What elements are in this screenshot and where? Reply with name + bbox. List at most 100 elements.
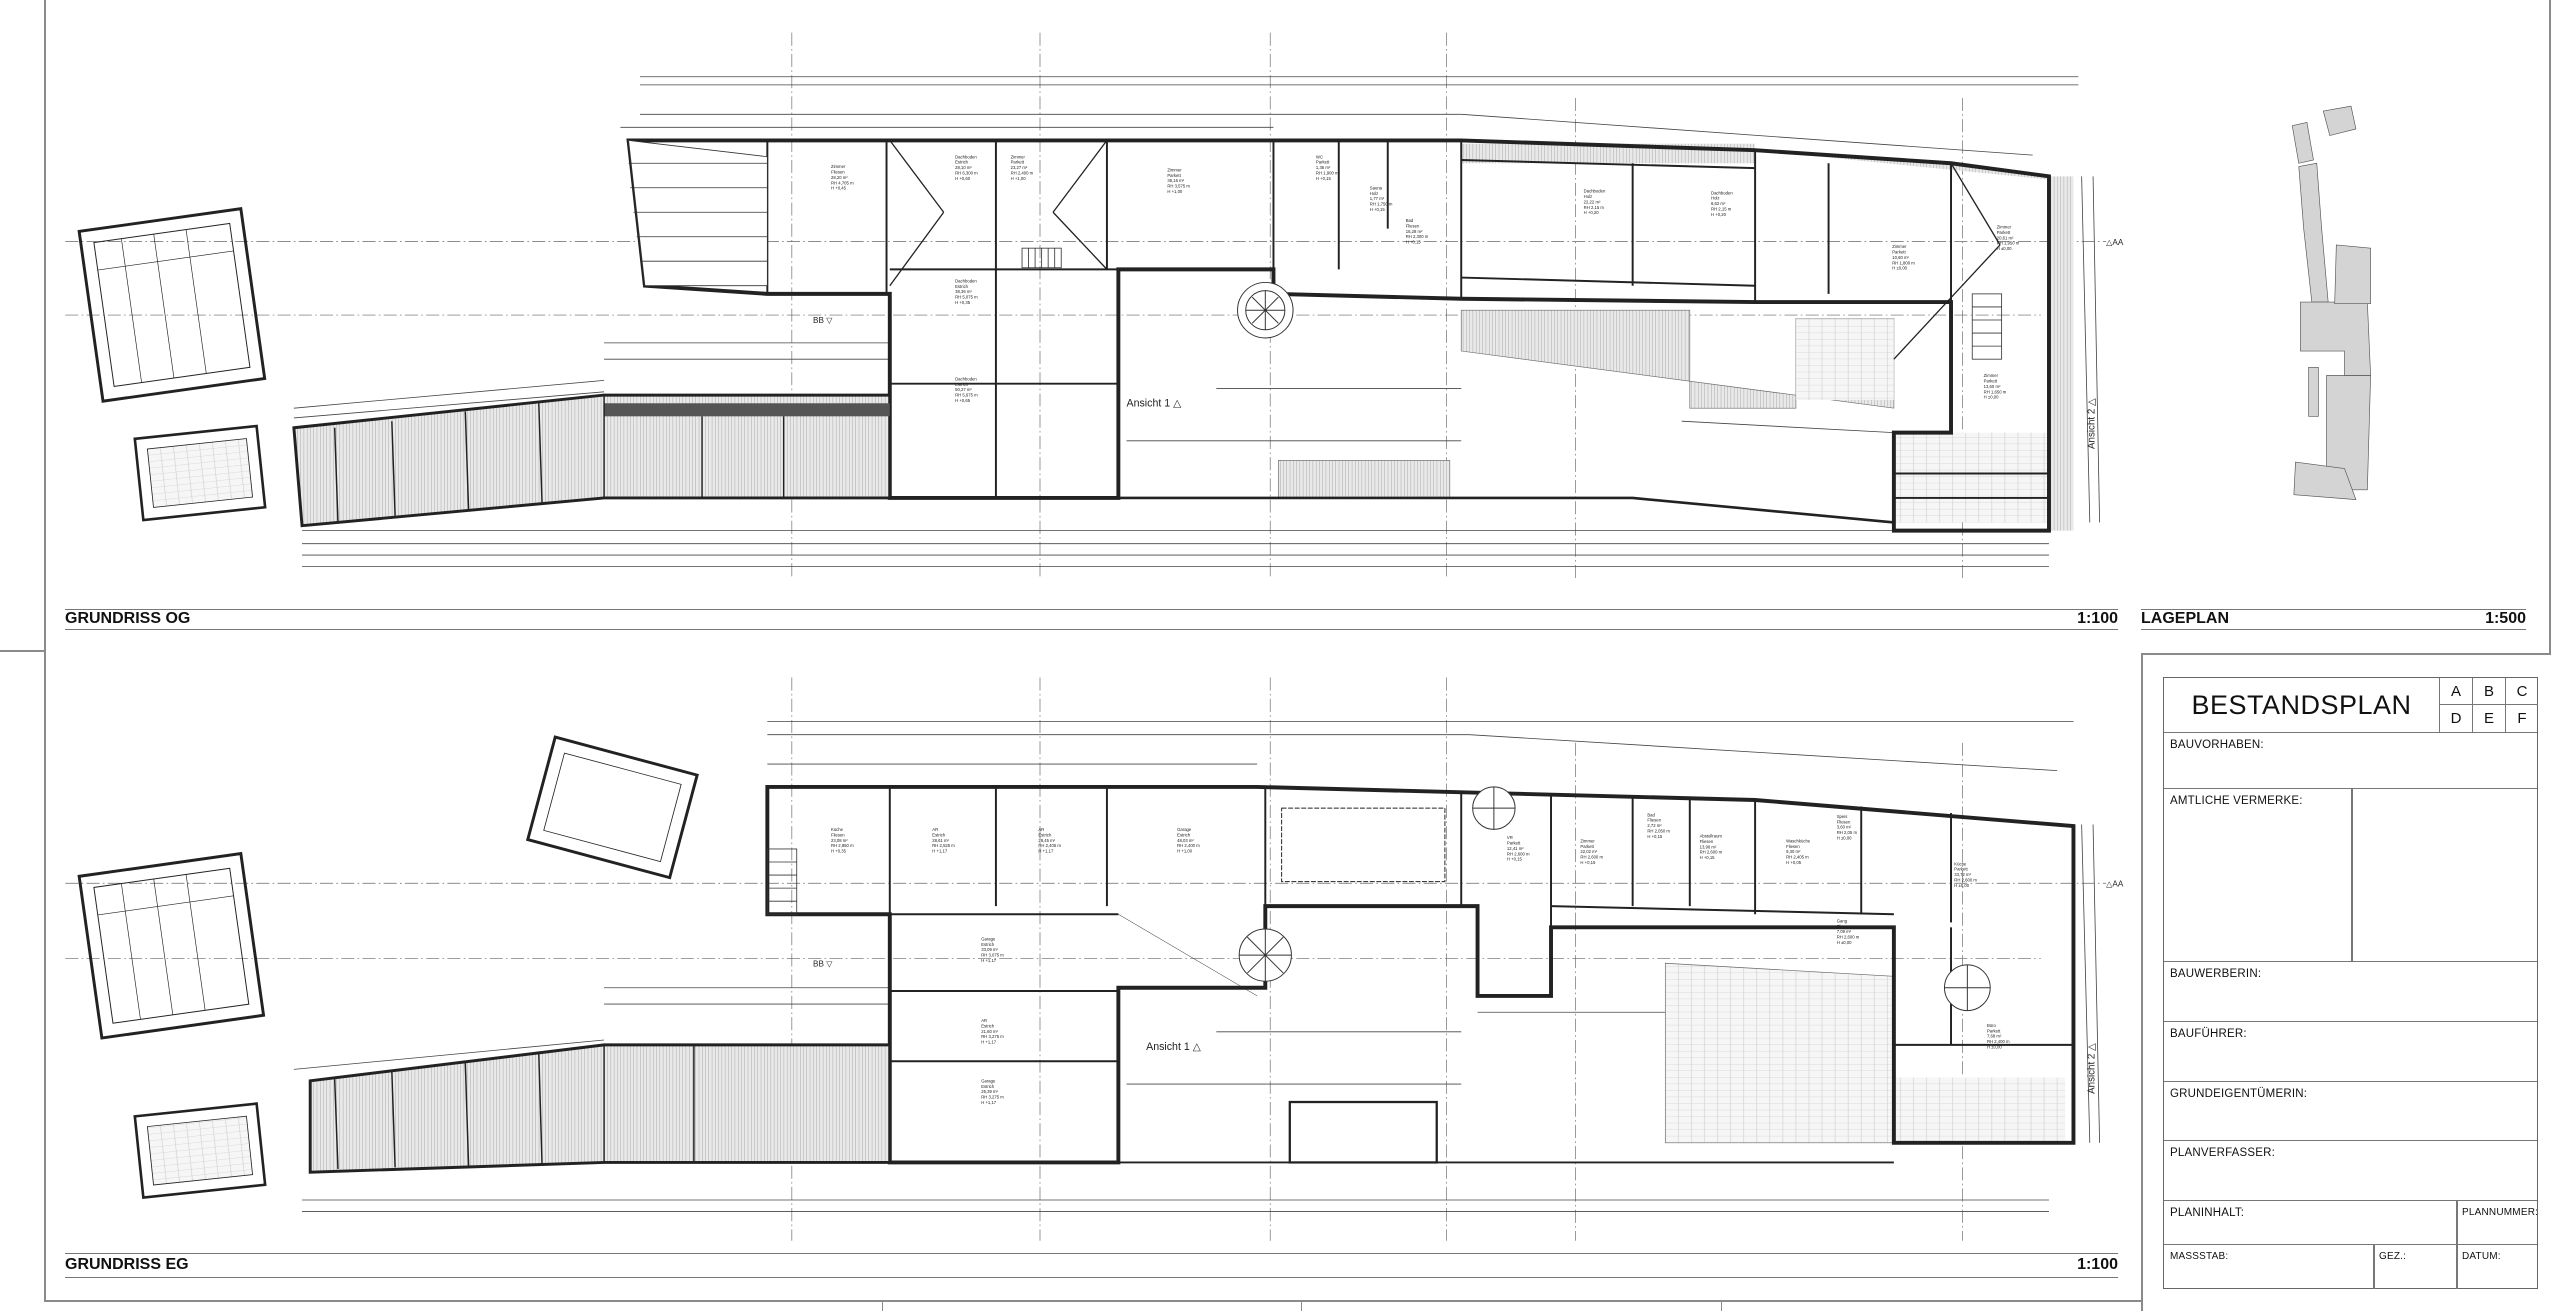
- room-floor: Fliesen: [1837, 819, 1851, 824]
- room-floor: Estrich: [981, 1023, 995, 1028]
- room-h: H +0,15: [1507, 857, 1523, 862]
- room-name: Dachboden: [1584, 189, 1606, 194]
- room-name: Zimmer: [1984, 373, 1999, 378]
- room-h: H +0,60: [955, 176, 971, 181]
- room-area: 22,02 m²: [1580, 849, 1597, 854]
- room-rh: RH 2,15 m: [1584, 205, 1605, 210]
- annex-building-eg: [525, 735, 699, 880]
- spiral-stair-icon: [1238, 786, 1991, 1012]
- stair-block-og: [628, 139, 768, 287]
- grundriss-og-plan: [65, 32, 2107, 580]
- room-area: 22,22 m²: [1584, 199, 1601, 204]
- title-rule: [65, 1277, 2118, 1278]
- room-rh: RH 1,800 m: [1892, 260, 1915, 265]
- room-name: Küche: [831, 827, 844, 832]
- ansicht-2-label: Ansicht 2 △: [2087, 398, 2098, 449]
- room-rh: RH 2,400 m: [1987, 1039, 2010, 1044]
- view-title-eg: GRUNDRISS EG: [65, 1256, 189, 1273]
- room-h: H ±0,00: [1837, 835, 1852, 840]
- room-rh: RH 3,575 m: [1167, 184, 1190, 189]
- room-name: VR: [1507, 835, 1513, 840]
- revision-e: E: [2472, 705, 2505, 732]
- section-aa-label: △AA: [2106, 238, 2124, 247]
- room-rh: RH 2,600 m: [1954, 877, 1977, 882]
- spiral-stair-icon: [1237, 281, 1294, 339]
- section-bb-label: BB ▽: [813, 316, 833, 325]
- room-rh: RH 1,750 m: [1370, 202, 1393, 207]
- section-aa-label: △AA: [2106, 880, 2124, 889]
- ansicht-1-label: Ansicht 1 △: [1127, 398, 1183, 410]
- room-area: 25,39 m²: [981, 1089, 998, 1094]
- room-area: 1,77 m²: [1370, 196, 1385, 201]
- room-h: H +1,00: [1177, 849, 1193, 854]
- room-area: 10,60 m²: [1892, 255, 1909, 260]
- room-name: Bad: [1647, 812, 1655, 817]
- room-name: Sauna: [1370, 185, 1383, 190]
- room-floor: Estrich: [1038, 832, 1052, 837]
- room-area: 21,60 m²: [981, 1029, 998, 1034]
- room-h: H +0,35: [831, 849, 847, 854]
- room-rh: RH 1,900 m: [1316, 171, 1339, 176]
- room-area: 13,60 m²: [1984, 384, 2001, 389]
- room-floor: Parkett: [1316, 160, 1330, 165]
- room-area: 33,09 m²: [981, 947, 998, 952]
- annex-box-eg: [133, 1102, 267, 1200]
- room-rh: RH 2,600 m: [1507, 851, 1530, 856]
- room-rh: RH 1,950 m: [1997, 241, 2020, 246]
- field-baufuehrer: BAUFÜHRER:: [2164, 1022, 2537, 1082]
- room-floor: Estrich: [932, 832, 946, 837]
- room-rh: RH 2,525 m: [932, 843, 955, 848]
- room-h: H +0,15: [1580, 860, 1596, 865]
- room-floor: Fliesen: [1406, 223, 1420, 228]
- room-name: Garage: [981, 1078, 996, 1083]
- dimension-lines: [293, 76, 2100, 567]
- field-label: PLANINHALT:: [2170, 1207, 2245, 1219]
- room-area: 9,30 m²: [1786, 849, 1801, 854]
- room-floor: Parkett: [1984, 379, 1998, 384]
- room-h: H +1,00: [1011, 176, 1027, 181]
- room-area: 13,96 m²: [1700, 844, 1717, 849]
- roof-hatch: [1893, 432, 2049, 523]
- room-rh: RH 2,850 m: [831, 843, 854, 848]
- room-area: 16,28 m²: [1406, 229, 1423, 234]
- room-area: 28,10 m²: [955, 165, 972, 170]
- field-massstab: MASSSTAB: GEZ.: DATUM:: [2164, 1245, 2537, 1289]
- title-rule: [65, 609, 2118, 610]
- room-floor: Fliesen: [1837, 924, 1851, 929]
- field-label-gez: GEZ.:: [2379, 1251, 2407, 1262]
- room-floor: Estrich: [955, 382, 969, 387]
- grundriss-eg-plan: [65, 677, 2107, 1241]
- room-h: H +1,00: [1167, 189, 1183, 194]
- field-label: BAUVORHABEN:: [2170, 739, 2264, 751]
- room-floor: Parkett: [1892, 250, 1906, 255]
- room-rh: RH 3,275 m: [981, 1034, 1004, 1039]
- title-rule: [65, 1253, 2118, 1254]
- room-name: AR: [981, 1018, 987, 1023]
- room-floor: Parkett: [1507, 841, 1521, 846]
- room-area: 28,20 m²: [831, 175, 848, 180]
- room-rh: RH 2,15 m: [1711, 206, 1732, 211]
- room-h: H +0,65: [955, 398, 971, 403]
- room-floor: Fliesen: [1647, 818, 1661, 823]
- field-bauvorhaben: BAUVORHABEN:: [2164, 733, 2537, 789]
- room-rh: RH 4,705 m: [831, 180, 854, 185]
- frame-line: [2141, 653, 2143, 1311]
- view-scale-og: 1:100: [2077, 610, 2118, 627]
- room-area: 2,72 m²: [1647, 823, 1662, 828]
- room-rh: RH 2,405 m: [1038, 843, 1061, 848]
- view-title-lageplan: LAGEPLAN: [2141, 610, 2229, 627]
- field-label: AMTLICHE VERMERKE:: [2170, 795, 2303, 807]
- room-h: H ±0,00: [1987, 1044, 2002, 1049]
- room-rh: RH 2,050 m: [1647, 828, 1670, 833]
- stair-icon: [1021, 247, 2003, 360]
